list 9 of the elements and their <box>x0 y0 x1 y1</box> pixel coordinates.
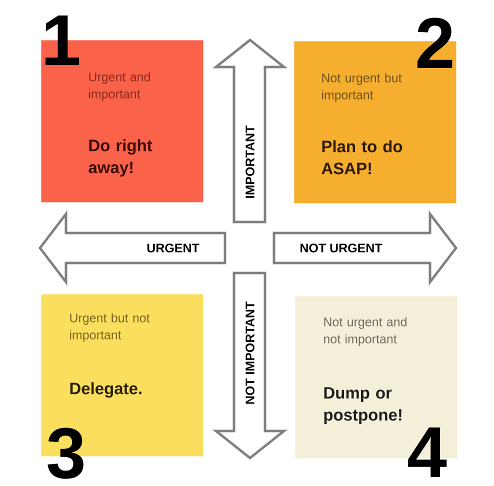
quadrant-number: 4 <box>408 427 447 477</box>
box-text: Delegate. <box>70 382 142 398</box>
box-heading: Not urgent and not important <box>324 317 406 346</box>
box-text: Plan to do ASAP! <box>322 140 402 174</box>
box-text: Do right away! <box>88 139 152 177</box>
box-heading: Urgent but not important <box>70 313 150 342</box>
box-heading: Urgent and important <box>89 72 150 101</box>
box-text: Dump or postpone! <box>324 387 402 424</box>
box-heading: Not urgent but important <box>322 73 402 102</box>
